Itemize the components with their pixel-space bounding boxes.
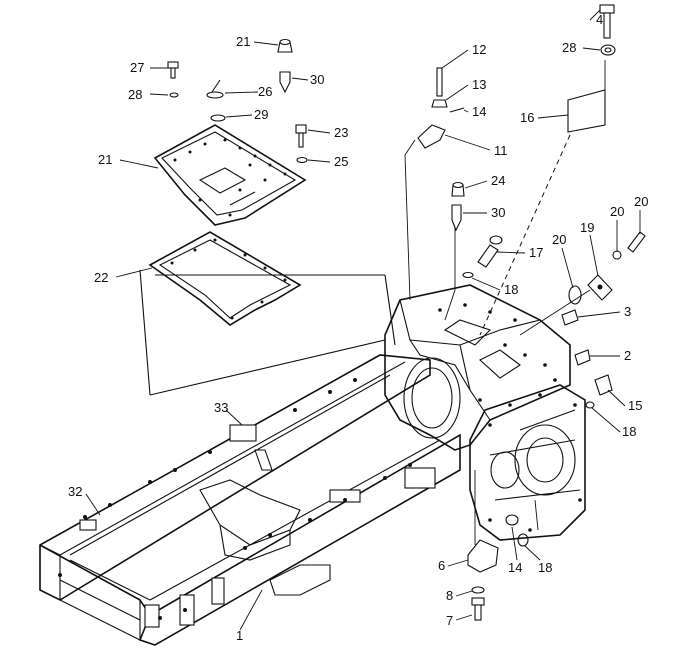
callout-25-mid: 24	[491, 173, 505, 188]
callout-7: 7	[446, 613, 453, 628]
callout-10: 12	[472, 42, 486, 57]
transmission-housing	[384, 284, 586, 541]
callout-25-top: 21	[236, 34, 250, 49]
callout-17-upper: 18	[504, 282, 518, 297]
callout-27: 26	[258, 84, 272, 99]
callout-20: 20	[634, 194, 648, 209]
callout-4: 4	[596, 12, 603, 27]
callout-17-bottom: 18	[538, 560, 552, 575]
callout-19: 20	[552, 232, 566, 247]
callout-21: 20	[610, 204, 624, 219]
callout-18: 19	[580, 220, 594, 235]
callout-22: 21	[98, 152, 112, 167]
top-cover-plate	[153, 124, 307, 226]
callout-23: 22	[94, 270, 108, 285]
assembly-lines	[139, 60, 606, 545]
callout-15: 16	[520, 110, 534, 125]
main-frame	[39, 354, 461, 646]
callout-11: 13	[472, 77, 486, 92]
callout-33: 33	[214, 400, 228, 415]
callout-labels: 21 27 28 26 30 29 23 25 21 22 12 13 14 1…	[68, 12, 648, 643]
callout-16: 17	[529, 245, 543, 260]
callout-31-mid: 30	[491, 205, 505, 220]
callout-1: 1	[236, 628, 243, 643]
callout-8: 8	[446, 588, 453, 603]
small-parts	[167, 4, 646, 621]
callout-28: 27	[130, 60, 144, 75]
callout-6: 6	[438, 558, 445, 573]
callout-9: 11	[494, 143, 508, 158]
callout-29-left: 28	[128, 87, 142, 102]
callout-31-top: 30	[310, 72, 324, 87]
callout-24: 23	[334, 125, 348, 140]
callout-14: 15	[628, 398, 642, 413]
callout-30: 29	[254, 107, 268, 122]
callout-26: 25	[334, 154, 348, 169]
callout-32: 32	[68, 484, 82, 499]
callout-12: 14	[472, 104, 486, 119]
callout-3: 3	[624, 304, 631, 319]
callout-17-right: 18	[622, 424, 636, 439]
callout-13: 14	[508, 560, 522, 575]
gasket	[148, 231, 302, 326]
callout-2: 2	[624, 348, 631, 363]
leader-lines	[85, 9, 641, 631]
callout-29-right: 28	[562, 40, 576, 55]
